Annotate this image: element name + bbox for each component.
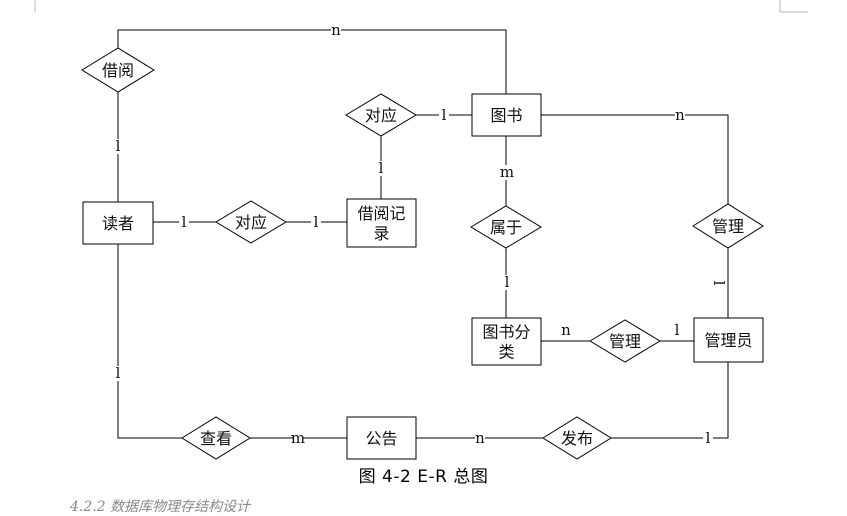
relationship-label: 管理	[712, 217, 744, 236]
cardinality-backing	[713, 275, 723, 290]
cardinality-label: m	[291, 429, 305, 447]
cardinality-backing	[675, 108, 685, 123]
cardinality-label: l	[182, 213, 187, 231]
cardinality-label: n	[561, 321, 571, 339]
cardinality-backing	[179, 215, 189, 230]
cardinality-label: n	[475, 429, 485, 447]
entity-label: 图书	[490, 106, 522, 125]
cardinality-backing	[311, 215, 321, 230]
entity-box	[471, 93, 542, 137]
relationship-label: 管理	[609, 332, 641, 351]
cardinality-label: n	[331, 21, 341, 39]
cardinality-backing	[113, 139, 123, 154]
cardinality-label: m	[500, 163, 514, 181]
cardinality-label: l	[442, 106, 447, 124]
cardinality-backing	[703, 431, 713, 446]
entity-label: 图书分	[482, 323, 530, 342]
entity-box	[693, 317, 764, 363]
line-reader-view	[117, 244, 182, 439]
cardinality-backing	[439, 108, 449, 123]
line-publish-admin	[611, 362, 729, 439]
cardinality-group: n l l l l l n m l l n l l m n l	[113, 21, 728, 447]
cardinality-label: l	[710, 281, 728, 286]
cardinality-backing	[113, 366, 123, 381]
relationship-belong: 属于	[470, 205, 542, 249]
cardinality-backing	[672, 323, 682, 338]
cardinality-label: l	[116, 137, 121, 155]
relationship-corr1: 对应	[345, 93, 417, 137]
relationship-diamond	[345, 93, 417, 137]
entity-label: 借阅记	[357, 204, 405, 223]
cardinality-backing	[293, 431, 303, 446]
cardinality-label: l	[675, 321, 680, 339]
entity-label: 公告	[365, 429, 397, 448]
cardinality-backing	[502, 275, 512, 290]
relationship-group: 借阅对应对应属于管理管理查看发布	[81, 47, 764, 460]
entity-label: 录	[373, 224, 389, 243]
cardinality-backing	[561, 323, 571, 338]
entity-admin: 管理员	[693, 317, 764, 363]
entity-label: 读者	[102, 214, 134, 233]
relationship-diamond	[470, 205, 542, 249]
relationship-diamond	[542, 416, 612, 460]
relationship-diamond	[589, 319, 661, 363]
relationship-diamond	[692, 203, 764, 249]
cardinality-label: l	[379, 159, 384, 177]
cardinality-label: l	[505, 273, 510, 291]
relationship-diamond	[215, 200, 287, 244]
relationship-diamond	[81, 47, 155, 93]
cardinality-label: l	[706, 429, 711, 447]
line-book-manage1	[541, 114, 729, 204]
entity-label: 管理员	[704, 331, 752, 350]
relationship-publish: 发布	[542, 416, 612, 460]
relationship-label: 对应	[235, 213, 267, 232]
relationship-label: 属于	[490, 218, 522, 237]
line-borrow-book	[117, 29, 507, 94]
figure-caption: 图 4-2 E-R 总图	[358, 467, 489, 487]
connector-lines	[117, 29, 729, 439]
entity-book: 图书	[471, 93, 542, 137]
cardinality-label: n	[675, 106, 685, 124]
cardinality-backing	[376, 161, 386, 176]
relationship-label: 对应	[365, 106, 397, 125]
entity-reader: 读者	[82, 201, 154, 245]
cardinality-backing	[502, 165, 512, 180]
relationship-borrow: 借阅	[81, 47, 155, 93]
relationship-manage2: 管理	[589, 319, 661, 363]
cardinality-label: l	[314, 213, 319, 231]
entity-box	[82, 201, 154, 245]
cardinality-label: l	[116, 364, 121, 382]
relationship-label: 借阅	[102, 61, 134, 80]
entity-box	[346, 416, 417, 460]
relationship-label: 发布	[561, 429, 593, 448]
entity-notice: 公告	[346, 416, 417, 460]
relationship-diamond	[181, 416, 251, 460]
relationship-manage1: 管理	[692, 203, 764, 249]
relationship-label: 查看	[200, 429, 232, 448]
relationship-corr2: 对应	[215, 200, 287, 244]
truncated-section-heading: 4.2.2 数据库物理存结构设计	[70, 499, 251, 515]
cardinality-backing	[331, 23, 341, 38]
cardinality-backing	[475, 431, 485, 446]
entity-label: 类	[498, 343, 514, 362]
relationship-view: 查看	[181, 416, 251, 460]
entity-box	[471, 317, 542, 366]
entity-box	[346, 198, 417, 248]
